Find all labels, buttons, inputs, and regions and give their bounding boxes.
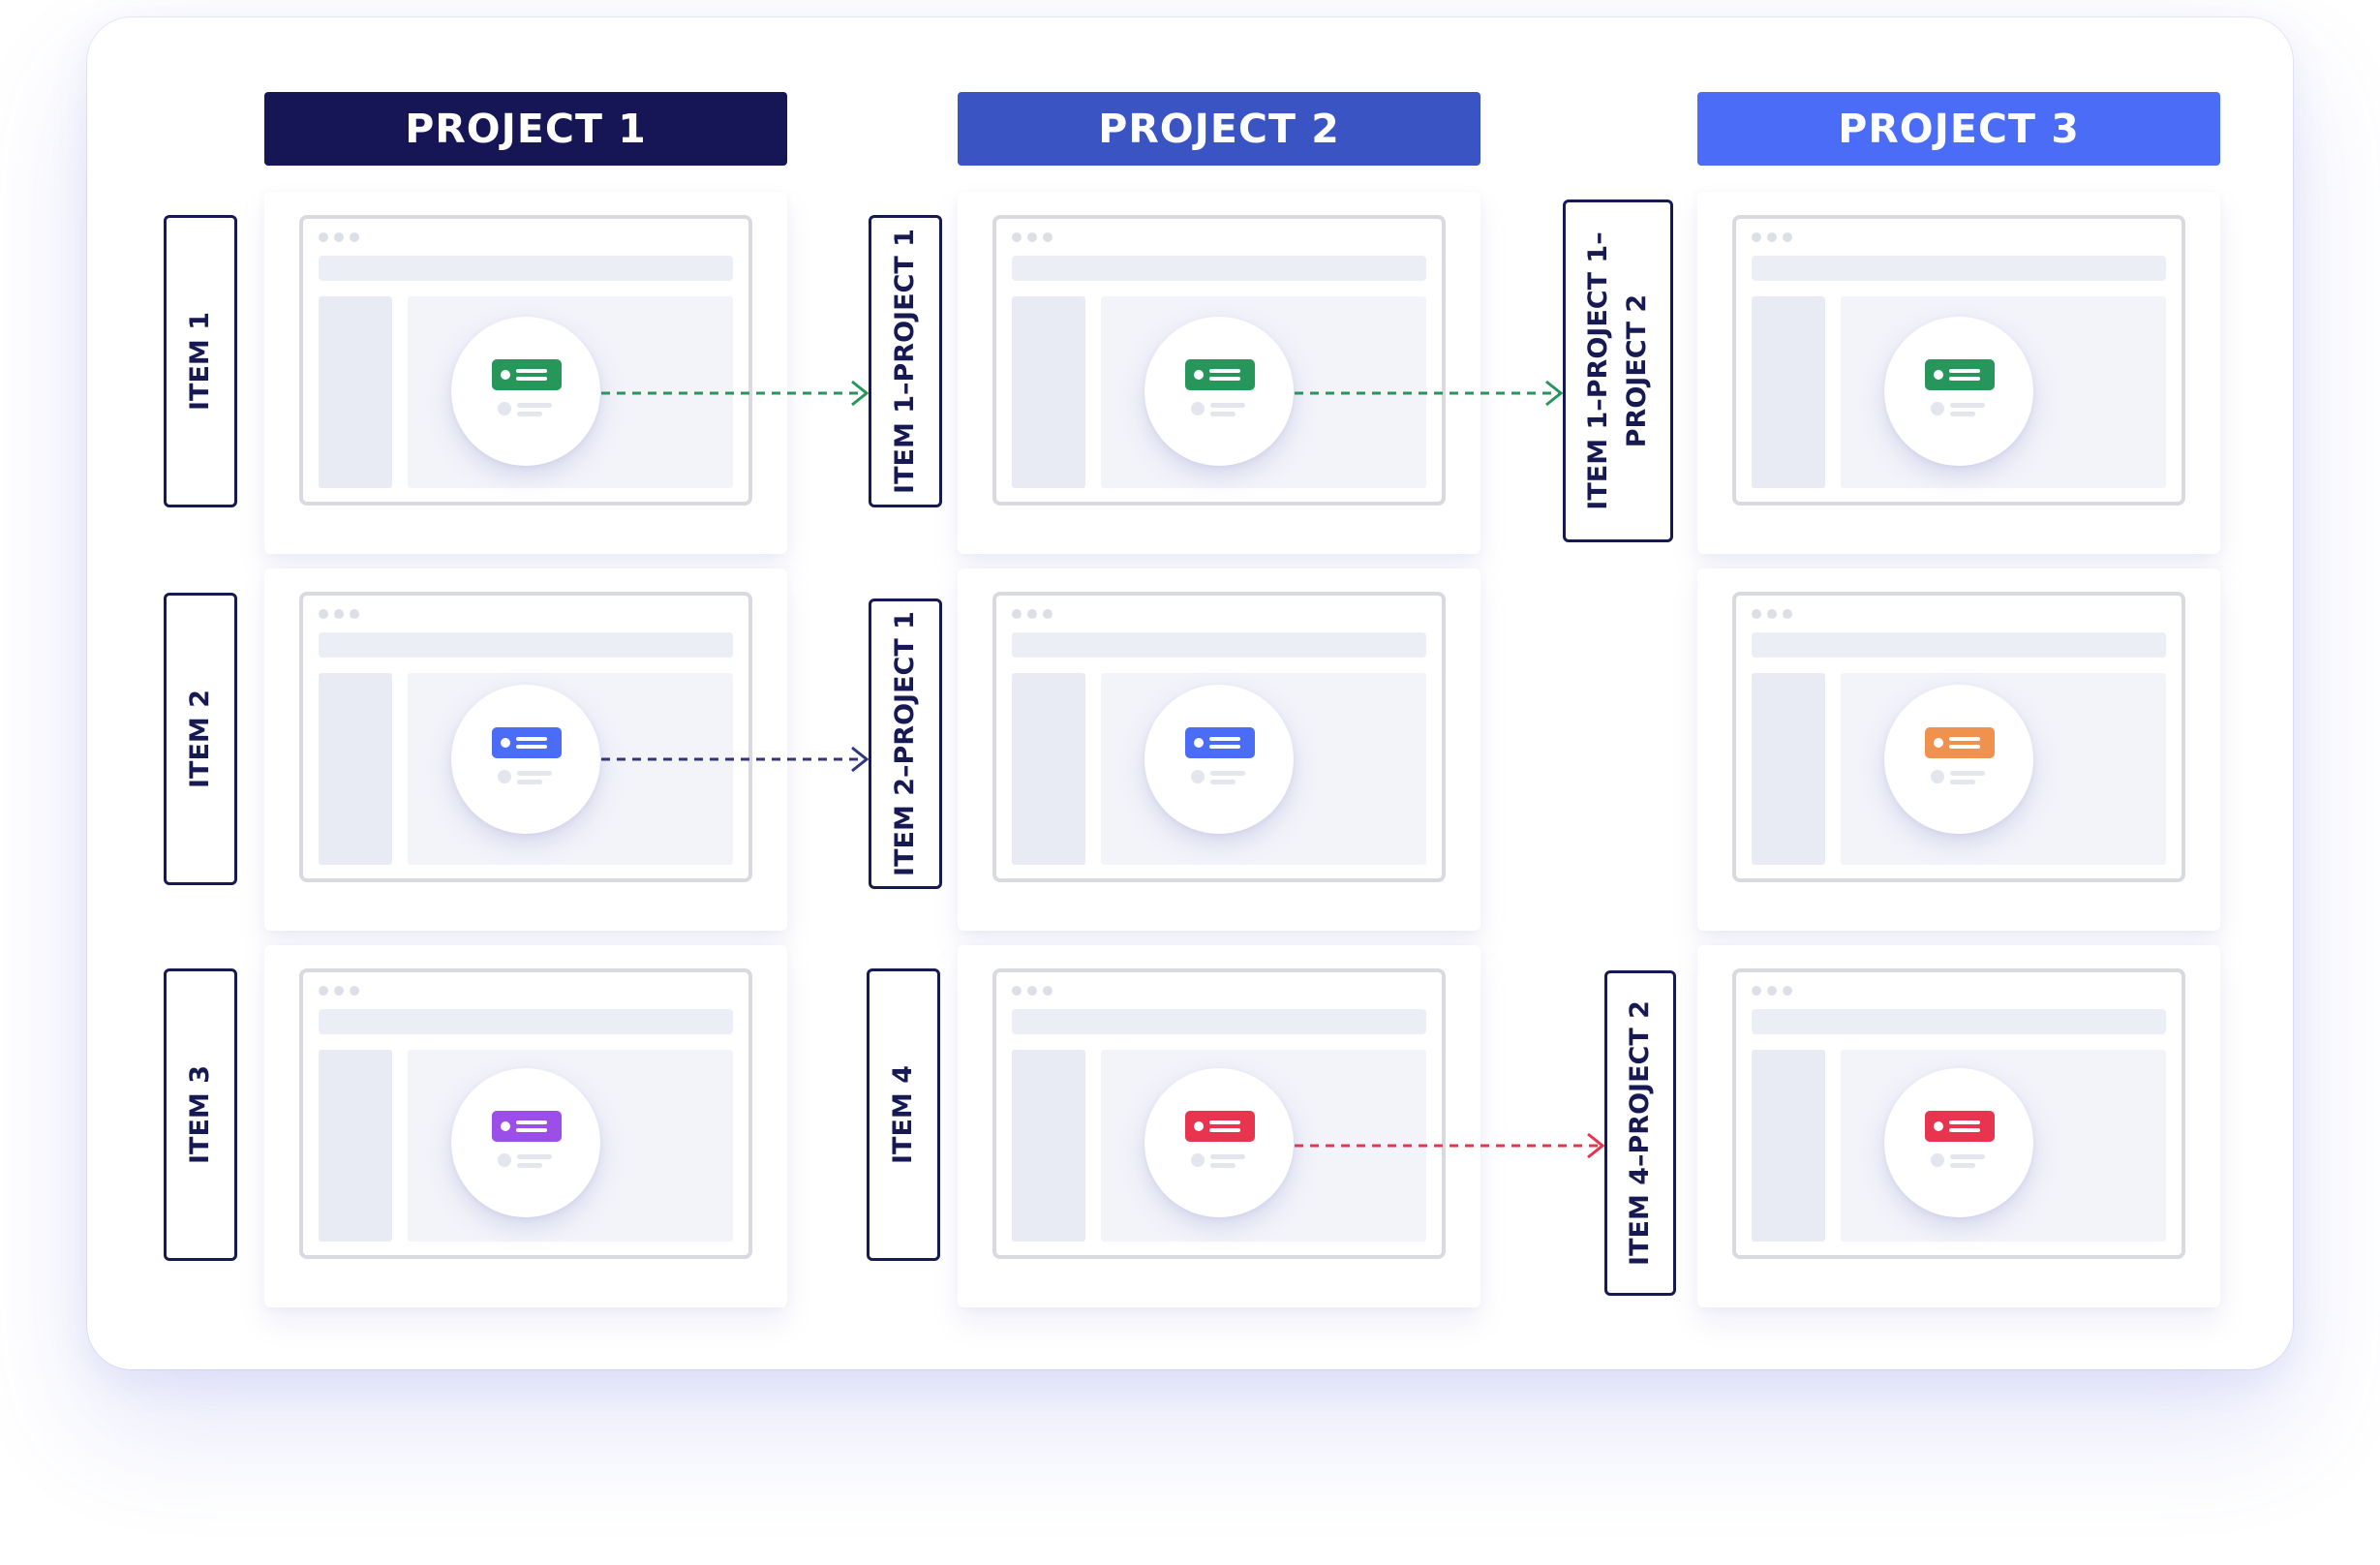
item-label-item-3: ITEM 3	[164, 968, 237, 1261]
window-dots	[1012, 232, 1053, 242]
window-dots	[1752, 609, 1792, 619]
card-bubble	[451, 685, 600, 834]
card-bubble	[1144, 685, 1294, 834]
card-project-3-item-2	[1697, 568, 2220, 931]
card-bubble	[1884, 317, 2033, 466]
card-project-1-item-2	[264, 568, 787, 931]
window-dots	[319, 986, 359, 996]
browser-topbar	[1012, 632, 1426, 658]
id-card-icon	[1925, 727, 1995, 758]
card-bubble	[1884, 685, 2033, 834]
id-card-icon	[1185, 359, 1255, 390]
header-project-2: PROJECT 2	[958, 92, 1480, 166]
browser-sidebar	[1752, 296, 1825, 488]
card-project-3-item-1	[1697, 192, 2220, 554]
card-project-1-item-1	[264, 192, 787, 554]
card-project-2-item-1	[958, 192, 1480, 554]
item-label-item-4-project-2: ITEM 4–PROJECT 2	[1604, 970, 1676, 1296]
browser-sidebar	[1752, 1050, 1825, 1242]
header-project-1: PROJECT 1	[264, 92, 787, 166]
item-label-item-2-project-1: ITEM 2–PROJECT 1	[869, 598, 942, 889]
browser-sidebar	[1012, 673, 1085, 865]
card-project-2-item-2	[958, 568, 1480, 931]
browser-sidebar	[1012, 1050, 1085, 1242]
item-label-item-2: ITEM 2	[164, 593, 237, 885]
browser-topbar	[1752, 632, 2166, 658]
id-card-icon	[1925, 359, 1995, 390]
header-project-3: PROJECT 3	[1697, 92, 2220, 166]
item-label-item-1: ITEM 1	[164, 215, 237, 507]
browser-topbar	[319, 632, 733, 658]
card-bubble	[451, 1068, 600, 1217]
browser-sidebar	[1012, 296, 1085, 488]
item-label-item-1-project-1: ITEM 1–PROJECT 1	[869, 215, 942, 507]
window-dots	[319, 232, 359, 242]
card-project-1-item-3	[264, 945, 787, 1307]
window-dots	[319, 609, 359, 619]
browser-topbar	[1012, 1009, 1426, 1034]
card-project-2-item-3	[958, 945, 1480, 1307]
browser-topbar	[1752, 1009, 2166, 1034]
item-label-item-1-project-1-project-2: ITEM 1–PROJECT 1–PROJECT 2	[1563, 199, 1673, 542]
window-dots	[1012, 609, 1053, 619]
browser-sidebar	[1752, 673, 1825, 865]
id-card-icon	[492, 359, 562, 390]
id-card-icon	[492, 727, 562, 758]
id-card-icon	[1925, 1111, 1995, 1142]
browser-sidebar	[319, 673, 392, 865]
card-bubble	[451, 317, 600, 466]
browser-topbar	[1012, 256, 1426, 281]
window-dots	[1012, 986, 1053, 996]
browser-topbar	[1752, 256, 2166, 281]
card-project-3-item-3	[1697, 945, 2220, 1307]
card-bubble	[1144, 1068, 1294, 1217]
browser-topbar	[319, 256, 733, 281]
browser-sidebar	[319, 1050, 392, 1242]
window-dots	[1752, 986, 1792, 996]
window-dots	[1752, 232, 1792, 242]
browser-topbar	[319, 1009, 733, 1034]
id-card-icon	[492, 1111, 562, 1142]
card-bubble	[1144, 317, 1294, 466]
id-card-icon	[1185, 1111, 1255, 1142]
id-card-icon	[1185, 727, 1255, 758]
item-label-item-4: ITEM 4	[867, 968, 940, 1261]
card-bubble	[1884, 1068, 2033, 1217]
browser-sidebar	[319, 296, 392, 488]
